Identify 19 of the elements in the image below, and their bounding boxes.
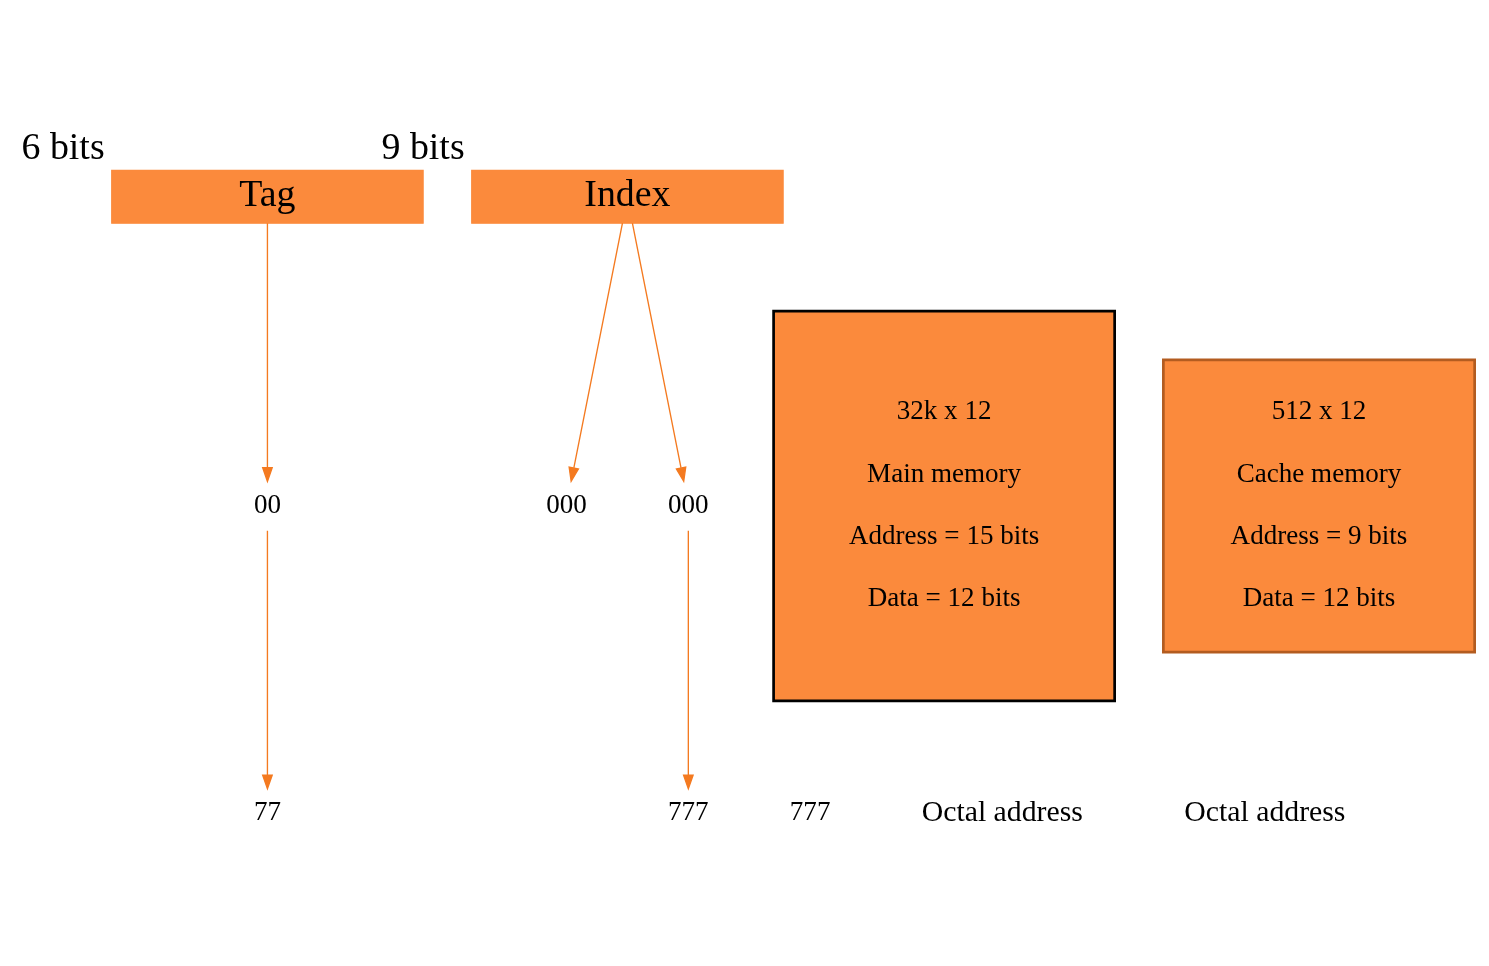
arrow (631, 222, 687, 484)
label: Octal address (921, 793, 1083, 827)
arrow (261, 530, 274, 791)
node-text: 777 (789, 795, 831, 826)
node-box: Tag (111, 169, 424, 224)
node-text: 777 (668, 795, 709, 826)
node-text: 000 (668, 488, 709, 519)
node-box: 32k x 12 Main memory Address = 15 bits Data = 12 bits (772, 309, 1116, 703)
node-text: 00 (253, 488, 281, 519)
node-text: 77 (253, 795, 281, 826)
arrow (682, 530, 695, 791)
node-box: 512 x 12 Cache memory Address = 9 bits Data = 12 bits (1162, 358, 1476, 654)
label: Octal address (1184, 793, 1346, 827)
arrow (261, 222, 274, 484)
arrow (568, 222, 624, 484)
node-label: 9 bits (381, 124, 465, 167)
node-label: 6 bits (21, 124, 105, 167)
node-text: 000 (546, 488, 587, 519)
node-box: Index (471, 169, 784, 224)
